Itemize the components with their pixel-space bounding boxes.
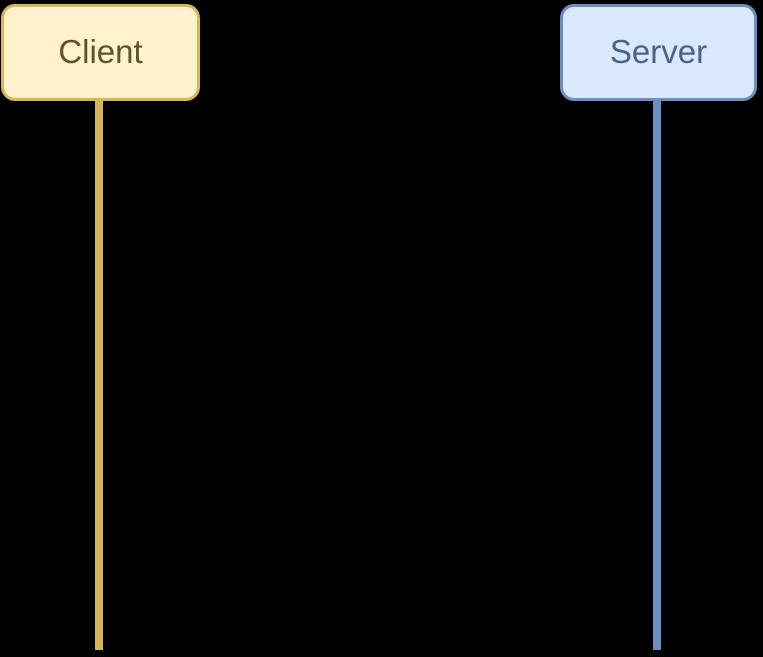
actor-server-lifeline[interactable] <box>653 101 661 650</box>
actor-client-label: Client <box>58 33 143 70</box>
actor-client-lifeline[interactable] <box>95 101 103 650</box>
actor-client-box[interactable]: Client <box>1 4 200 101</box>
actor-server-label: Server <box>609 33 708 70</box>
actor-server-box[interactable]: Server <box>560 4 757 101</box>
